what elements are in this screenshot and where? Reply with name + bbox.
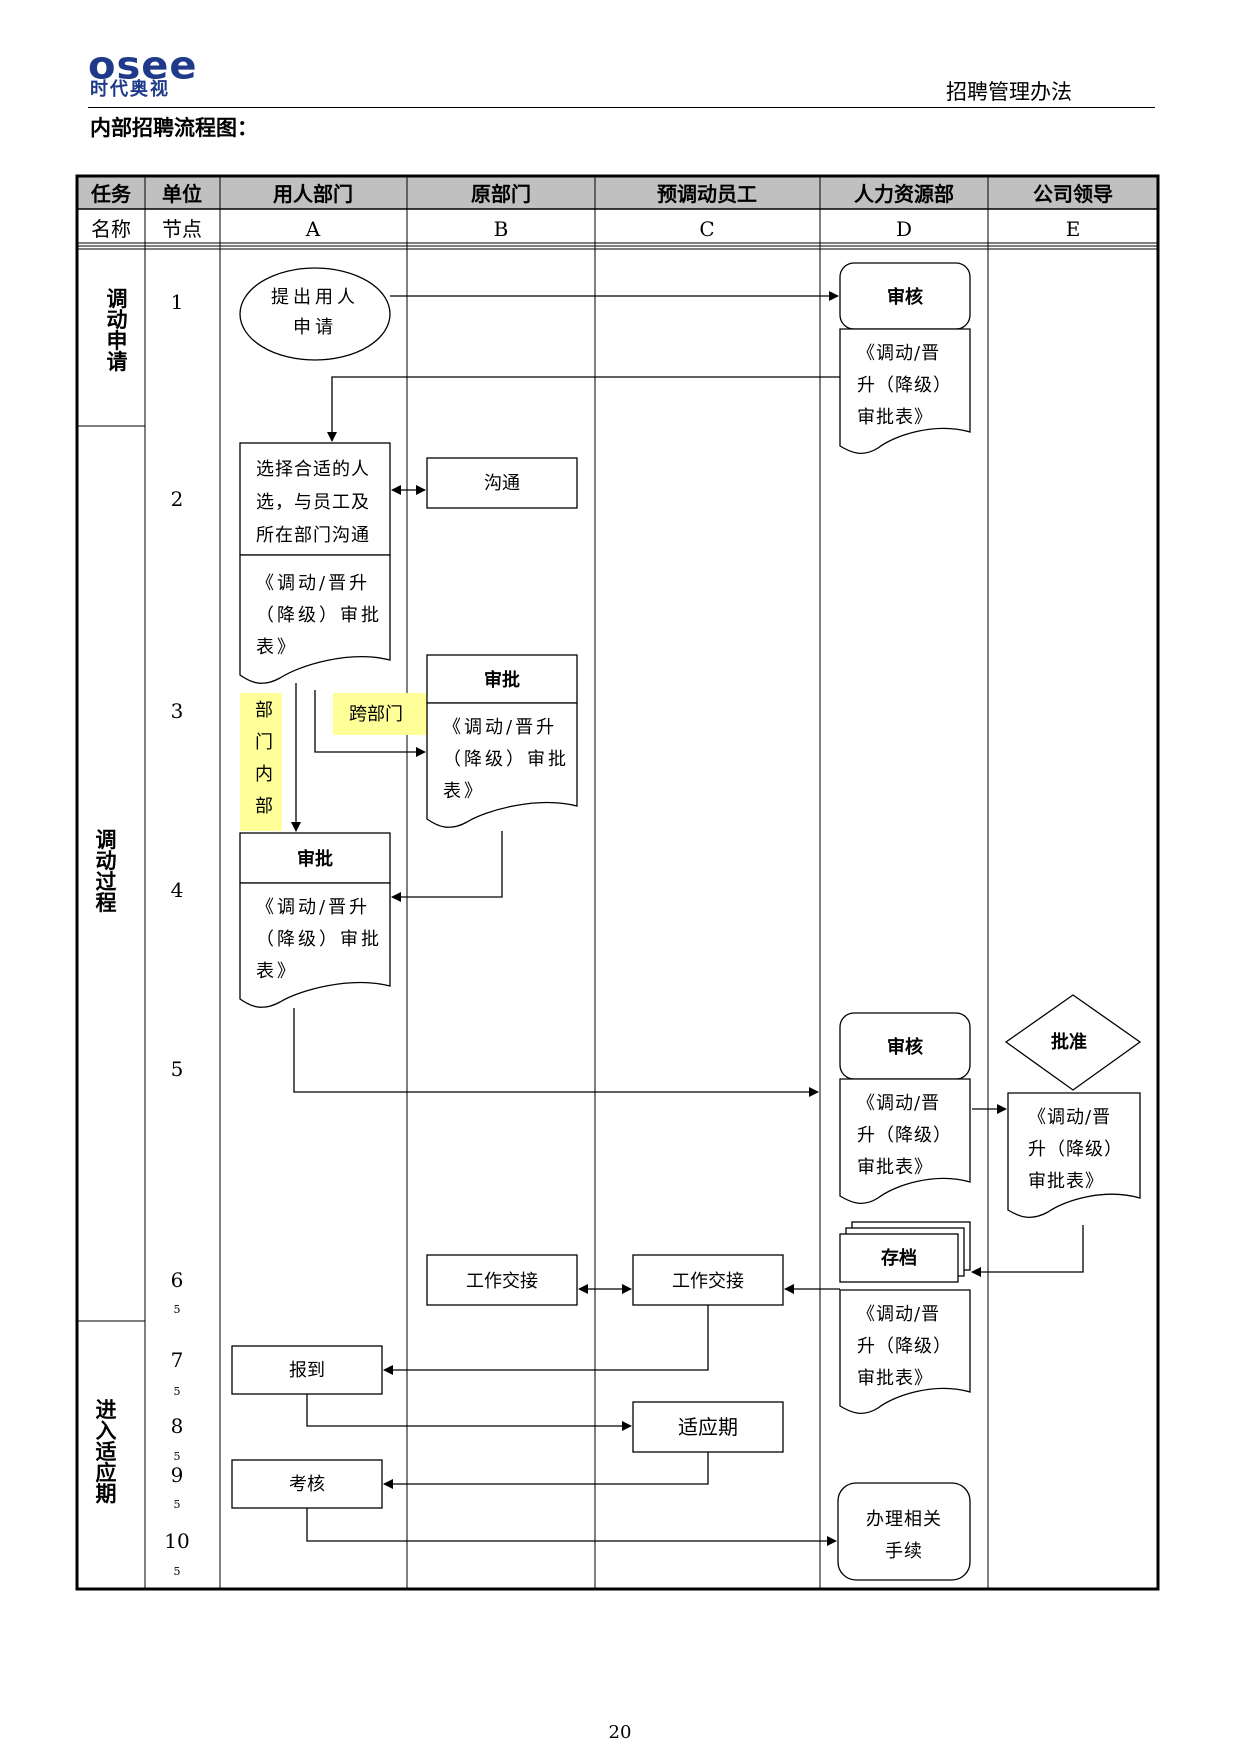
approve-diamond [1004, 994, 1142, 1091]
node-number: 7 [171, 1348, 184, 1372]
arrow-handover-to-report [383, 1305, 709, 1375]
sub-a: A [305, 217, 321, 241]
page-title: 内部招聘流程图： [90, 115, 258, 140]
phase-label-process: 调动过程 [96, 828, 117, 915]
sub-e: E [1066, 217, 1081, 241]
node-number: 3 [171, 699, 184, 723]
arrow-b-to-a-approve [391, 831, 503, 902]
page-number: 20 [608, 1722, 632, 1743]
handover-b-text: 工作交接 [466, 1271, 538, 1292]
within-dept-label: 部门内部 [255, 700, 273, 817]
archive-box [839, 1233, 959, 1283]
header-col-e: 公司领导 [1033, 182, 1113, 206]
communicate-box [426, 457, 578, 509]
table-frame [75, 174, 1160, 1591]
hr-review-text: 审核 [887, 286, 923, 308]
assess-text: 考核 [289, 1474, 325, 1495]
header-divider [88, 107, 1155, 108]
select-text: 选择合适的人选，与员工及所在部门沟通 [256, 459, 370, 546]
sub-b: B [494, 217, 509, 241]
sub-d: D [896, 217, 912, 241]
arrow-leader-to-archive [971, 1225, 1084, 1277]
node-mark: 5 [174, 1498, 181, 1511]
arrow-probation-to-assess [383, 1452, 709, 1489]
cross-dept-highlight [333, 693, 427, 735]
form-hr-text: 《调动/晋升（降级）审批表》 [857, 343, 952, 428]
form-hr3-text: 《调动/晋升（降级）审批表》 [857, 1304, 952, 1389]
arrow-a-to-hr [293, 1008, 819, 1097]
logo-subtext: 时代奥视 [90, 79, 170, 100]
node-mark: 5 [174, 1565, 181, 1578]
header-task: 任务 [90, 182, 132, 206]
form-hr3-shape [839, 1289, 971, 1414]
orig-approve-text: 审批 [484, 669, 520, 691]
report-box [231, 1345, 383, 1395]
header-unit: 单位 [162, 182, 202, 206]
leader-approve-text: 批准 [1051, 1031, 1087, 1053]
handover-c-text: 工作交接 [672, 1271, 744, 1292]
node-mark: 5 [174, 1385, 181, 1398]
node-number: 10 [164, 1529, 189, 1553]
handover-c-box [632, 1254, 784, 1306]
form-hr2-shape [839, 1078, 971, 1204]
node-number: 8 [171, 1414, 184, 1438]
probation-box [632, 1401, 784, 1453]
form-hr2-text: 《调动/晋升（降级）审批表》 [857, 1093, 952, 1178]
phase-label-probation: 进入适应期 [96, 1398, 117, 1506]
cross-dept-label: 跨部门 [349, 704, 403, 725]
form-a2-text: 《调动/晋升（降级）审批表》 [256, 897, 382, 982]
form-b-shape [426, 702, 578, 828]
select-box [239, 442, 391, 556]
arrow-report-to-probation [306, 1394, 632, 1431]
propose-text: 提出用人申请 [271, 287, 359, 338]
logo-text: osee [88, 44, 198, 88]
node-mark: 5 [174, 1303, 181, 1316]
form-a-text: 《调动/晋升（降级）审批表》 [256, 573, 382, 658]
node-number: 9 [171, 1463, 184, 1487]
a-approve-box [239, 832, 391, 884]
hr-review2-text: 审核 [887, 1036, 923, 1058]
probation-text: 适应期 [678, 1415, 738, 1439]
document-title: 招聘管理办法 [946, 80, 1072, 104]
form-e-shape [1007, 1092, 1141, 1218]
arrow-hr-to-select [327, 376, 840, 442]
sub-name: 名称 [91, 217, 131, 241]
node-number: 5 [171, 1057, 184, 1081]
header-col-c: 预调动员工 [657, 182, 757, 206]
header-col-b: 原部门 [471, 182, 531, 206]
form-a2-shape [239, 882, 391, 1008]
phase-label-apply: 调动申请 [107, 287, 128, 374]
report-text: 报到 [289, 1360, 325, 1381]
handover-b-box [426, 1254, 578, 1306]
table-header-fill [77, 176, 1158, 209]
header-col-d: 人力资源部 [854, 182, 954, 206]
propose-ellipse [239, 267, 391, 361]
procedures-text: 办理相关手续 [866, 1509, 942, 1562]
sub-node: 节点 [162, 217, 202, 241]
node-number: 6 [171, 1268, 184, 1292]
form-hr-shape [839, 328, 971, 454]
form-a-shape [239, 554, 391, 684]
arrow-assess-to-procedures [306, 1508, 837, 1546]
a-approve-text: 审批 [297, 848, 333, 870]
sub-c: C [699, 217, 714, 241]
form-b-text: 《调动/晋升（降级）审批表》 [443, 717, 569, 802]
orig-approve-box [426, 654, 578, 704]
node-number: 4 [171, 878, 184, 902]
node-number: 2 [171, 487, 184, 511]
header-col-a: 用人部门 [273, 182, 353, 206]
node-mark: 5 [174, 1450, 181, 1463]
assess-box [231, 1459, 383, 1509]
archive-text: 存档 [881, 1247, 917, 1269]
node-number: 1 [171, 290, 184, 314]
within-dept-highlight [240, 693, 282, 831]
communicate-text: 沟通 [484, 473, 520, 494]
form-e-text: 《调动/晋升（降级）审批表》 [1028, 1107, 1123, 1192]
company-logo: osee 时代奥视 [88, 46, 218, 102]
arrow-cross-dept [314, 690, 426, 757]
procedures-box [837, 1482, 971, 1581]
